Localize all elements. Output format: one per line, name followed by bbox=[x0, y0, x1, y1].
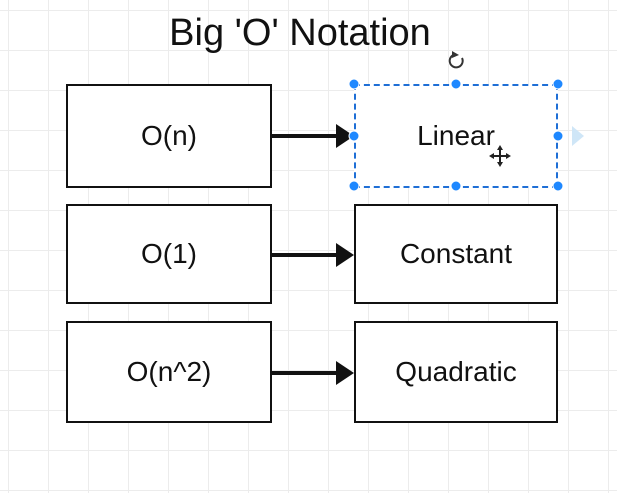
resize-handle-left[interactable] bbox=[348, 130, 360, 142]
resize-handle-top-left[interactable] bbox=[348, 78, 360, 90]
name-box-constant[interactable]: Constant bbox=[354, 204, 558, 304]
resize-handle-bottom-right[interactable] bbox=[552, 180, 564, 192]
connector-arrow-linear[interactable] bbox=[272, 124, 354, 148]
name-label: Constant bbox=[399, 238, 513, 269]
move-cursor-icon bbox=[489, 145, 511, 167]
notation-box-quadratic[interactable]: O(n^2) bbox=[66, 321, 272, 423]
name-box-quadratic[interactable]: Quadratic bbox=[354, 321, 558, 423]
connector-arrow-constant[interactable] bbox=[272, 243, 354, 267]
resize-handle-bottom[interactable] bbox=[450, 180, 462, 192]
name-label: Linear bbox=[417, 120, 495, 151]
notation-box-constant[interactable]: O(1) bbox=[66, 204, 272, 304]
resize-handle-top-right[interactable] bbox=[552, 78, 564, 90]
notation-box-linear[interactable]: O(n) bbox=[66, 84, 272, 188]
notation-label: O(1) bbox=[141, 238, 197, 269]
resize-handle-bottom-left[interactable] bbox=[348, 180, 360, 192]
notation-label: O(n^2) bbox=[126, 356, 212, 387]
resize-handle-right[interactable] bbox=[552, 130, 564, 142]
name-label: Quadratic bbox=[395, 356, 517, 387]
notation-label: O(n) bbox=[141, 120, 197, 151]
diagram-title[interactable]: Big 'O' Notation bbox=[169, 12, 431, 54]
connect-arrow-icon[interactable] bbox=[572, 126, 584, 146]
resize-handle-top[interactable] bbox=[450, 78, 462, 90]
connector-arrow-quadratic[interactable] bbox=[272, 361, 354, 385]
rotate-icon[interactable] bbox=[448, 51, 464, 69]
